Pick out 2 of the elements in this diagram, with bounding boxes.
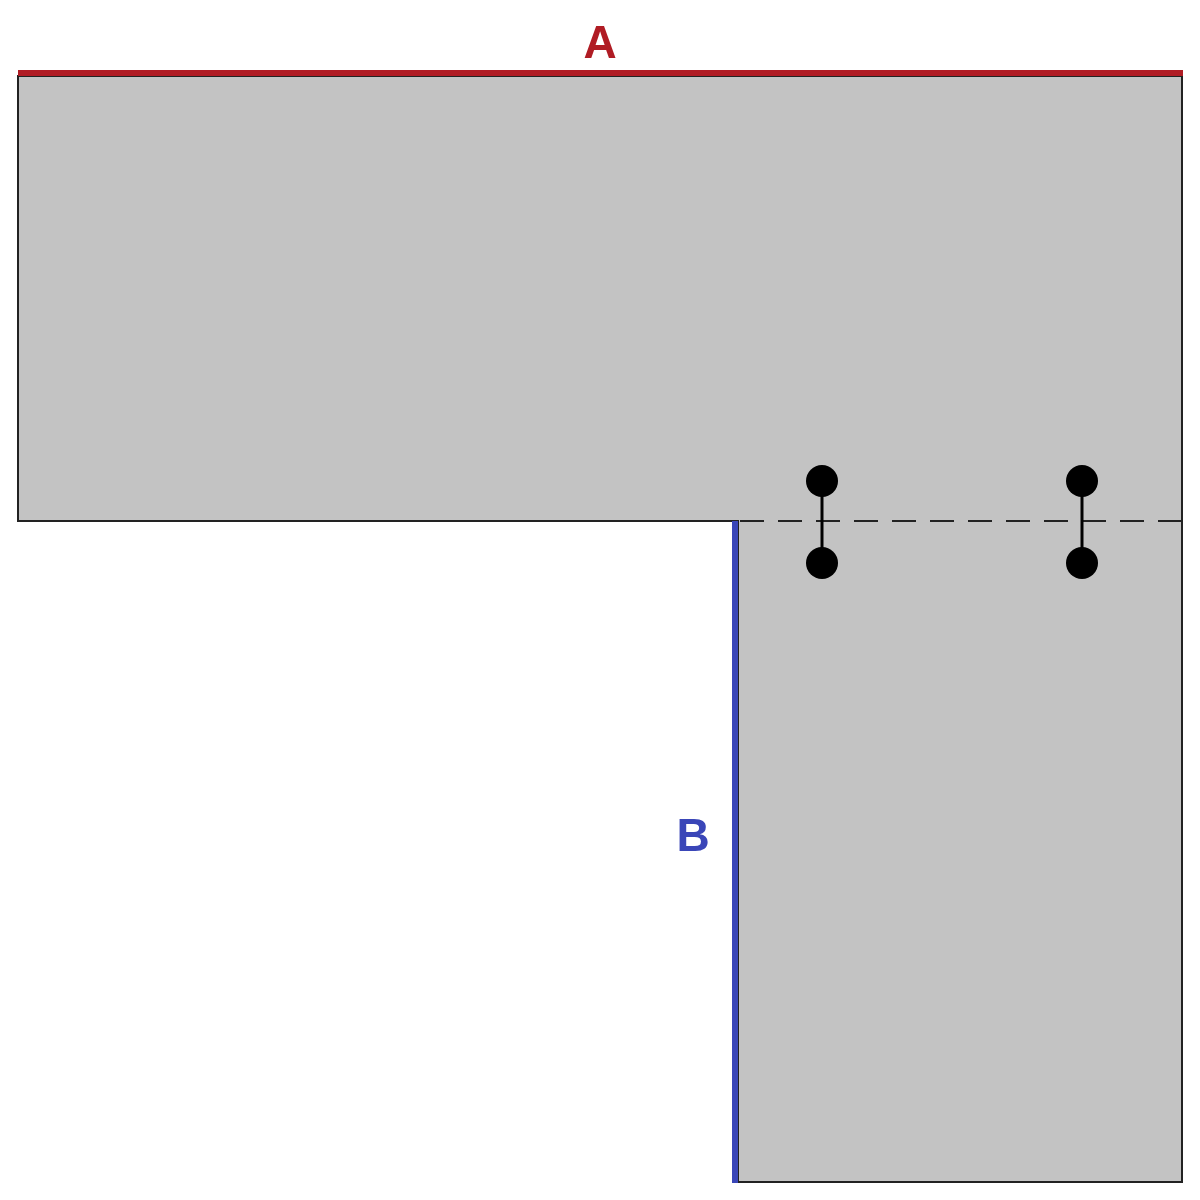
side-label: B: [676, 812, 710, 858]
side-label: A: [583, 19, 617, 65]
